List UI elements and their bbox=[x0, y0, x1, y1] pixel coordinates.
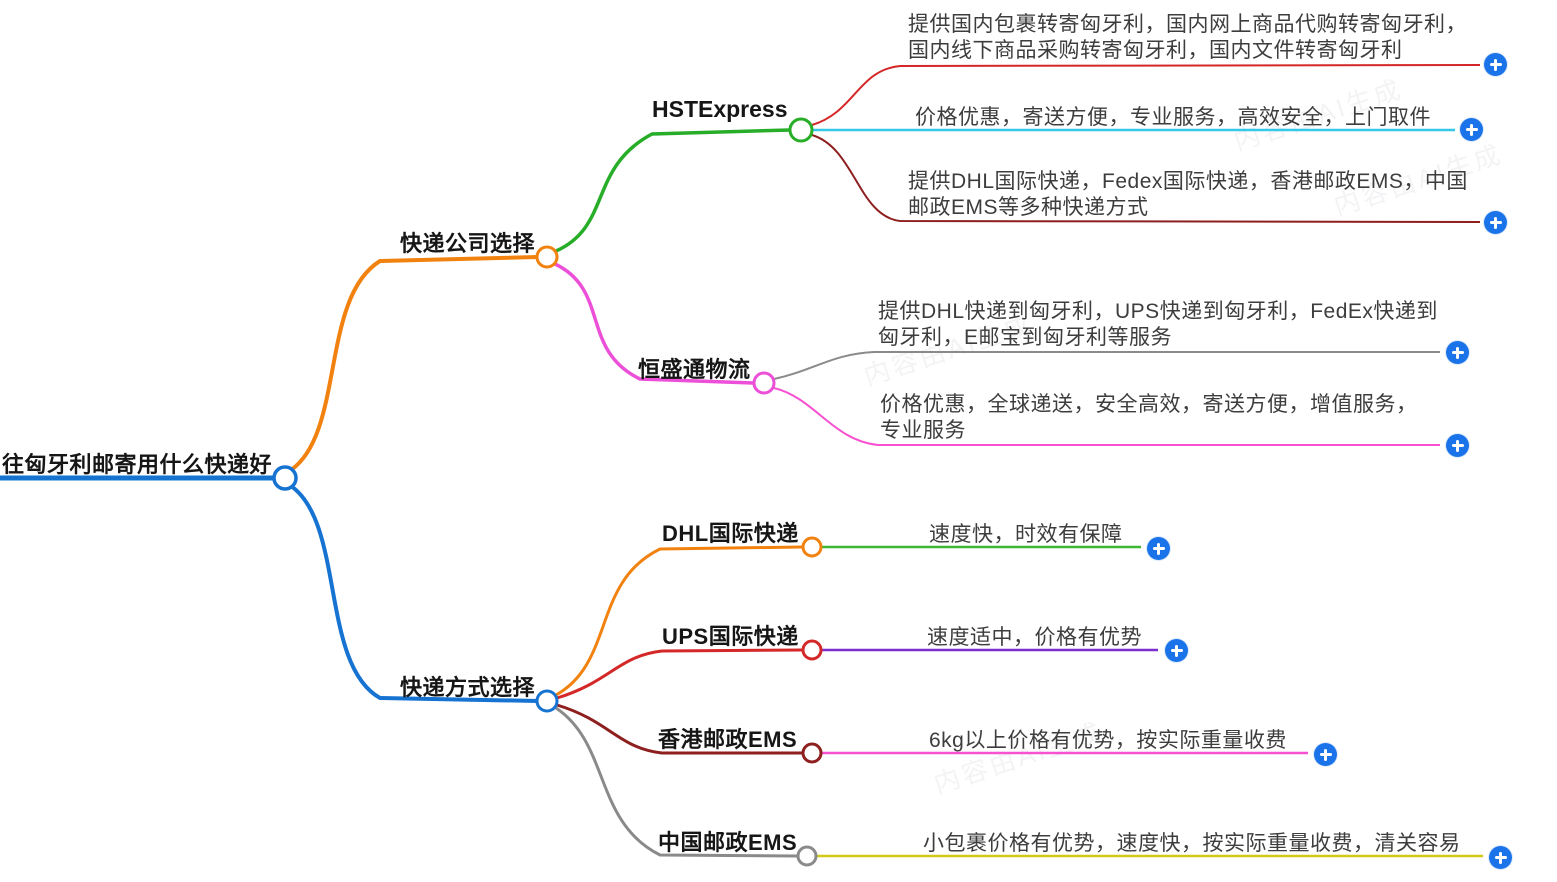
edge-company-to-hstl bbox=[554, 262, 754, 385]
root-node-handle[interactable] bbox=[272, 465, 298, 491]
edge-hstl-leaf-2 bbox=[773, 387, 1440, 446]
ups-note-text[interactable]: 速度适中，价格有优势 bbox=[927, 626, 1142, 649]
hst-node-handle[interactable] bbox=[788, 117, 814, 143]
hst-leaf-text-1[interactable]: 提供国内包裹转寄匈牙利，国内网上商品代购转寄匈牙利，国内线下商品采购转寄匈牙利，… bbox=[908, 13, 1467, 62]
plus-icon bbox=[1484, 211, 1507, 234]
ups-node-handle[interactable] bbox=[801, 639, 823, 661]
edge-root-to-company bbox=[289, 255, 539, 472]
edge-hst-leaf-1 bbox=[811, 64, 1481, 126]
edge-root-to-method bbox=[289, 484, 539, 703]
add-node-button[interactable] bbox=[1489, 846, 1512, 869]
dhl-node-label[interactable]: DHL国际快递 bbox=[662, 521, 799, 546]
add-node-button[interactable] bbox=[1147, 537, 1170, 560]
hstl-leaf-text-2[interactable]: 价格优惠，全球递送，安全高效，寄送方便，增值服务，专业服务 bbox=[880, 393, 1418, 442]
edge-hst-leaf-3 bbox=[811, 134, 1481, 223]
add-node-button[interactable] bbox=[1484, 211, 1507, 234]
plus-icon bbox=[1489, 846, 1512, 869]
edge-company-to-hst bbox=[555, 128, 791, 253]
dhl-node-handle[interactable] bbox=[801, 536, 823, 558]
ups-node-label[interactable]: UPS国际快递 bbox=[662, 624, 799, 649]
add-node-button[interactable] bbox=[1484, 53, 1507, 76]
edge-method-to-dhl bbox=[555, 545, 803, 697]
company-branch-label[interactable]: 快递公司选择 bbox=[400, 231, 536, 256]
hst-leaf-text-3[interactable]: 提供DHL国际快递，Fedex国际快递，香港邮政EMS，中国邮政EMS等多种快递… bbox=[908, 170, 1468, 219]
plus-icon bbox=[1484, 53, 1507, 76]
plus-icon bbox=[1147, 537, 1170, 560]
root-node-label[interactable]: 往匈牙利邮寄用什么快递好 bbox=[2, 452, 273, 477]
plus-icon bbox=[1165, 639, 1188, 662]
add-node-button[interactable] bbox=[1314, 743, 1337, 766]
add-node-button[interactable] bbox=[1446, 434, 1469, 457]
hkems-node-label[interactable]: 香港邮政EMS bbox=[658, 727, 798, 752]
hstl-node-label[interactable]: 恒盛通物流 bbox=[638, 357, 751, 382]
plus-icon bbox=[1446, 341, 1469, 364]
hstl-node-handle[interactable] bbox=[752, 371, 776, 395]
method-branch-label[interactable]: 快递方式选择 bbox=[400, 675, 536, 700]
edge-method-to-cnems bbox=[555, 706, 798, 858]
cnems-node-label[interactable]: 中国邮政EMS bbox=[658, 830, 798, 855]
add-node-button[interactable] bbox=[1165, 639, 1188, 662]
method-node-handle[interactable] bbox=[535, 689, 559, 713]
edge-method-to-hkems bbox=[556, 703, 802, 755]
add-node-button[interactable] bbox=[1460, 118, 1483, 141]
plus-icon bbox=[1314, 743, 1337, 766]
cnems-note-text[interactable]: 小包裹价格有优势，速度快，按实际重量收费，清关容易 bbox=[923, 832, 1461, 855]
cnems-node-handle[interactable] bbox=[796, 845, 818, 867]
hst-leaf-text-2[interactable]: 价格优惠，寄送方便，专业服务，高效安全，上门取件 bbox=[915, 106, 1431, 129]
edge-hstl-leaf-1 bbox=[773, 351, 1440, 380]
add-node-button[interactable] bbox=[1446, 341, 1469, 364]
edge-method-to-ups bbox=[556, 648, 803, 700]
hstl-leaf-text-1[interactable]: 提供DHL快递到匈牙利，UPS快递到匈牙利，FedEx快递到匈牙利，E邮宝到匈牙… bbox=[878, 300, 1438, 349]
company-node-handle[interactable] bbox=[535, 245, 559, 269]
hkems-note-text[interactable]: 6kg以上价格有优势，按实际重量收费 bbox=[929, 729, 1287, 752]
plus-icon bbox=[1460, 118, 1483, 141]
hst-node-label[interactable]: HSTExpress bbox=[652, 96, 788, 122]
plus-icon bbox=[1446, 434, 1469, 457]
dhl-note-text[interactable]: 速度快，时效有保障 bbox=[929, 523, 1123, 546]
hkems-node-handle[interactable] bbox=[801, 742, 823, 764]
